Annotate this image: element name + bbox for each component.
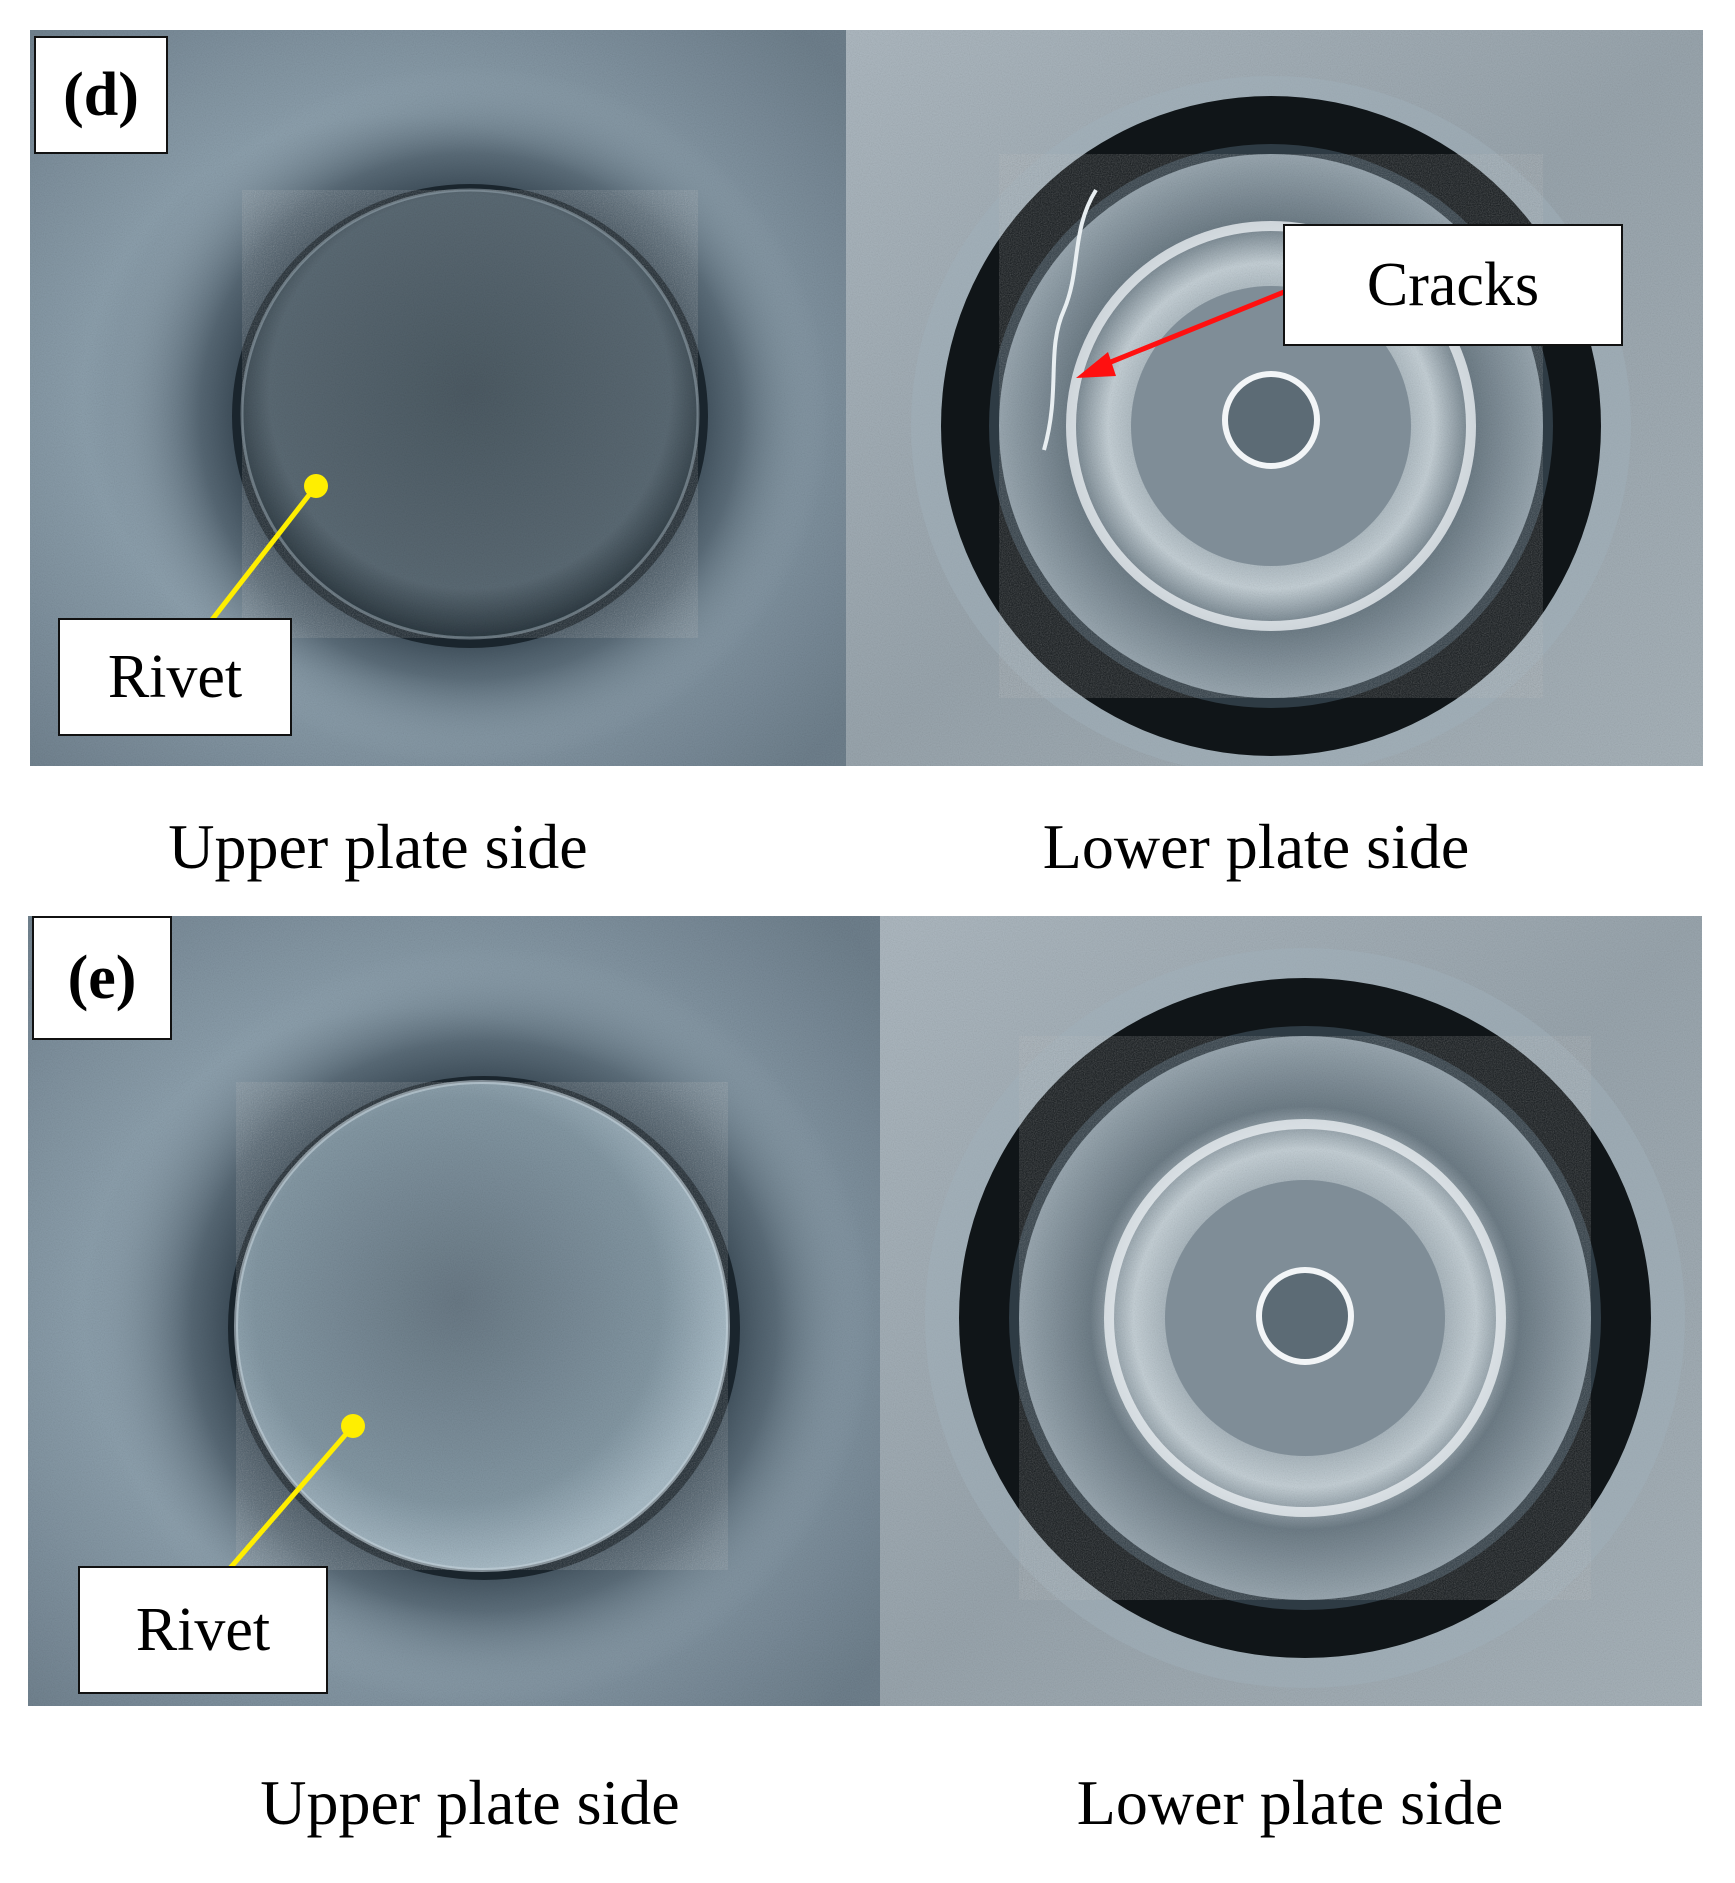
cracks-callout-d: Cracks [1283,224,1623,346]
caption-d-lower: Lower plate side [1042,811,1470,882]
caption-e-upper: Upper plate side [260,1767,680,1838]
photo-e-lower-plate [880,916,1702,1706]
photo-d-upper-plate [30,30,846,766]
rivet-photo-graphic [30,30,846,766]
caption-e-lower: Lower plate side [1076,1767,1504,1838]
panel-label-d: (d) [34,36,168,154]
photo-d-lower-plate [846,30,1703,766]
rivet-callout-d: Rivet [58,618,292,736]
panel-label-e: (e) [32,916,172,1040]
rivet-callout-e: Rivet [78,1566,328,1694]
die-side-photo-graphic [880,916,1702,1706]
caption-d-upper: Upper plate side [168,811,588,882]
cracks-arrow [1076,285,1295,378]
